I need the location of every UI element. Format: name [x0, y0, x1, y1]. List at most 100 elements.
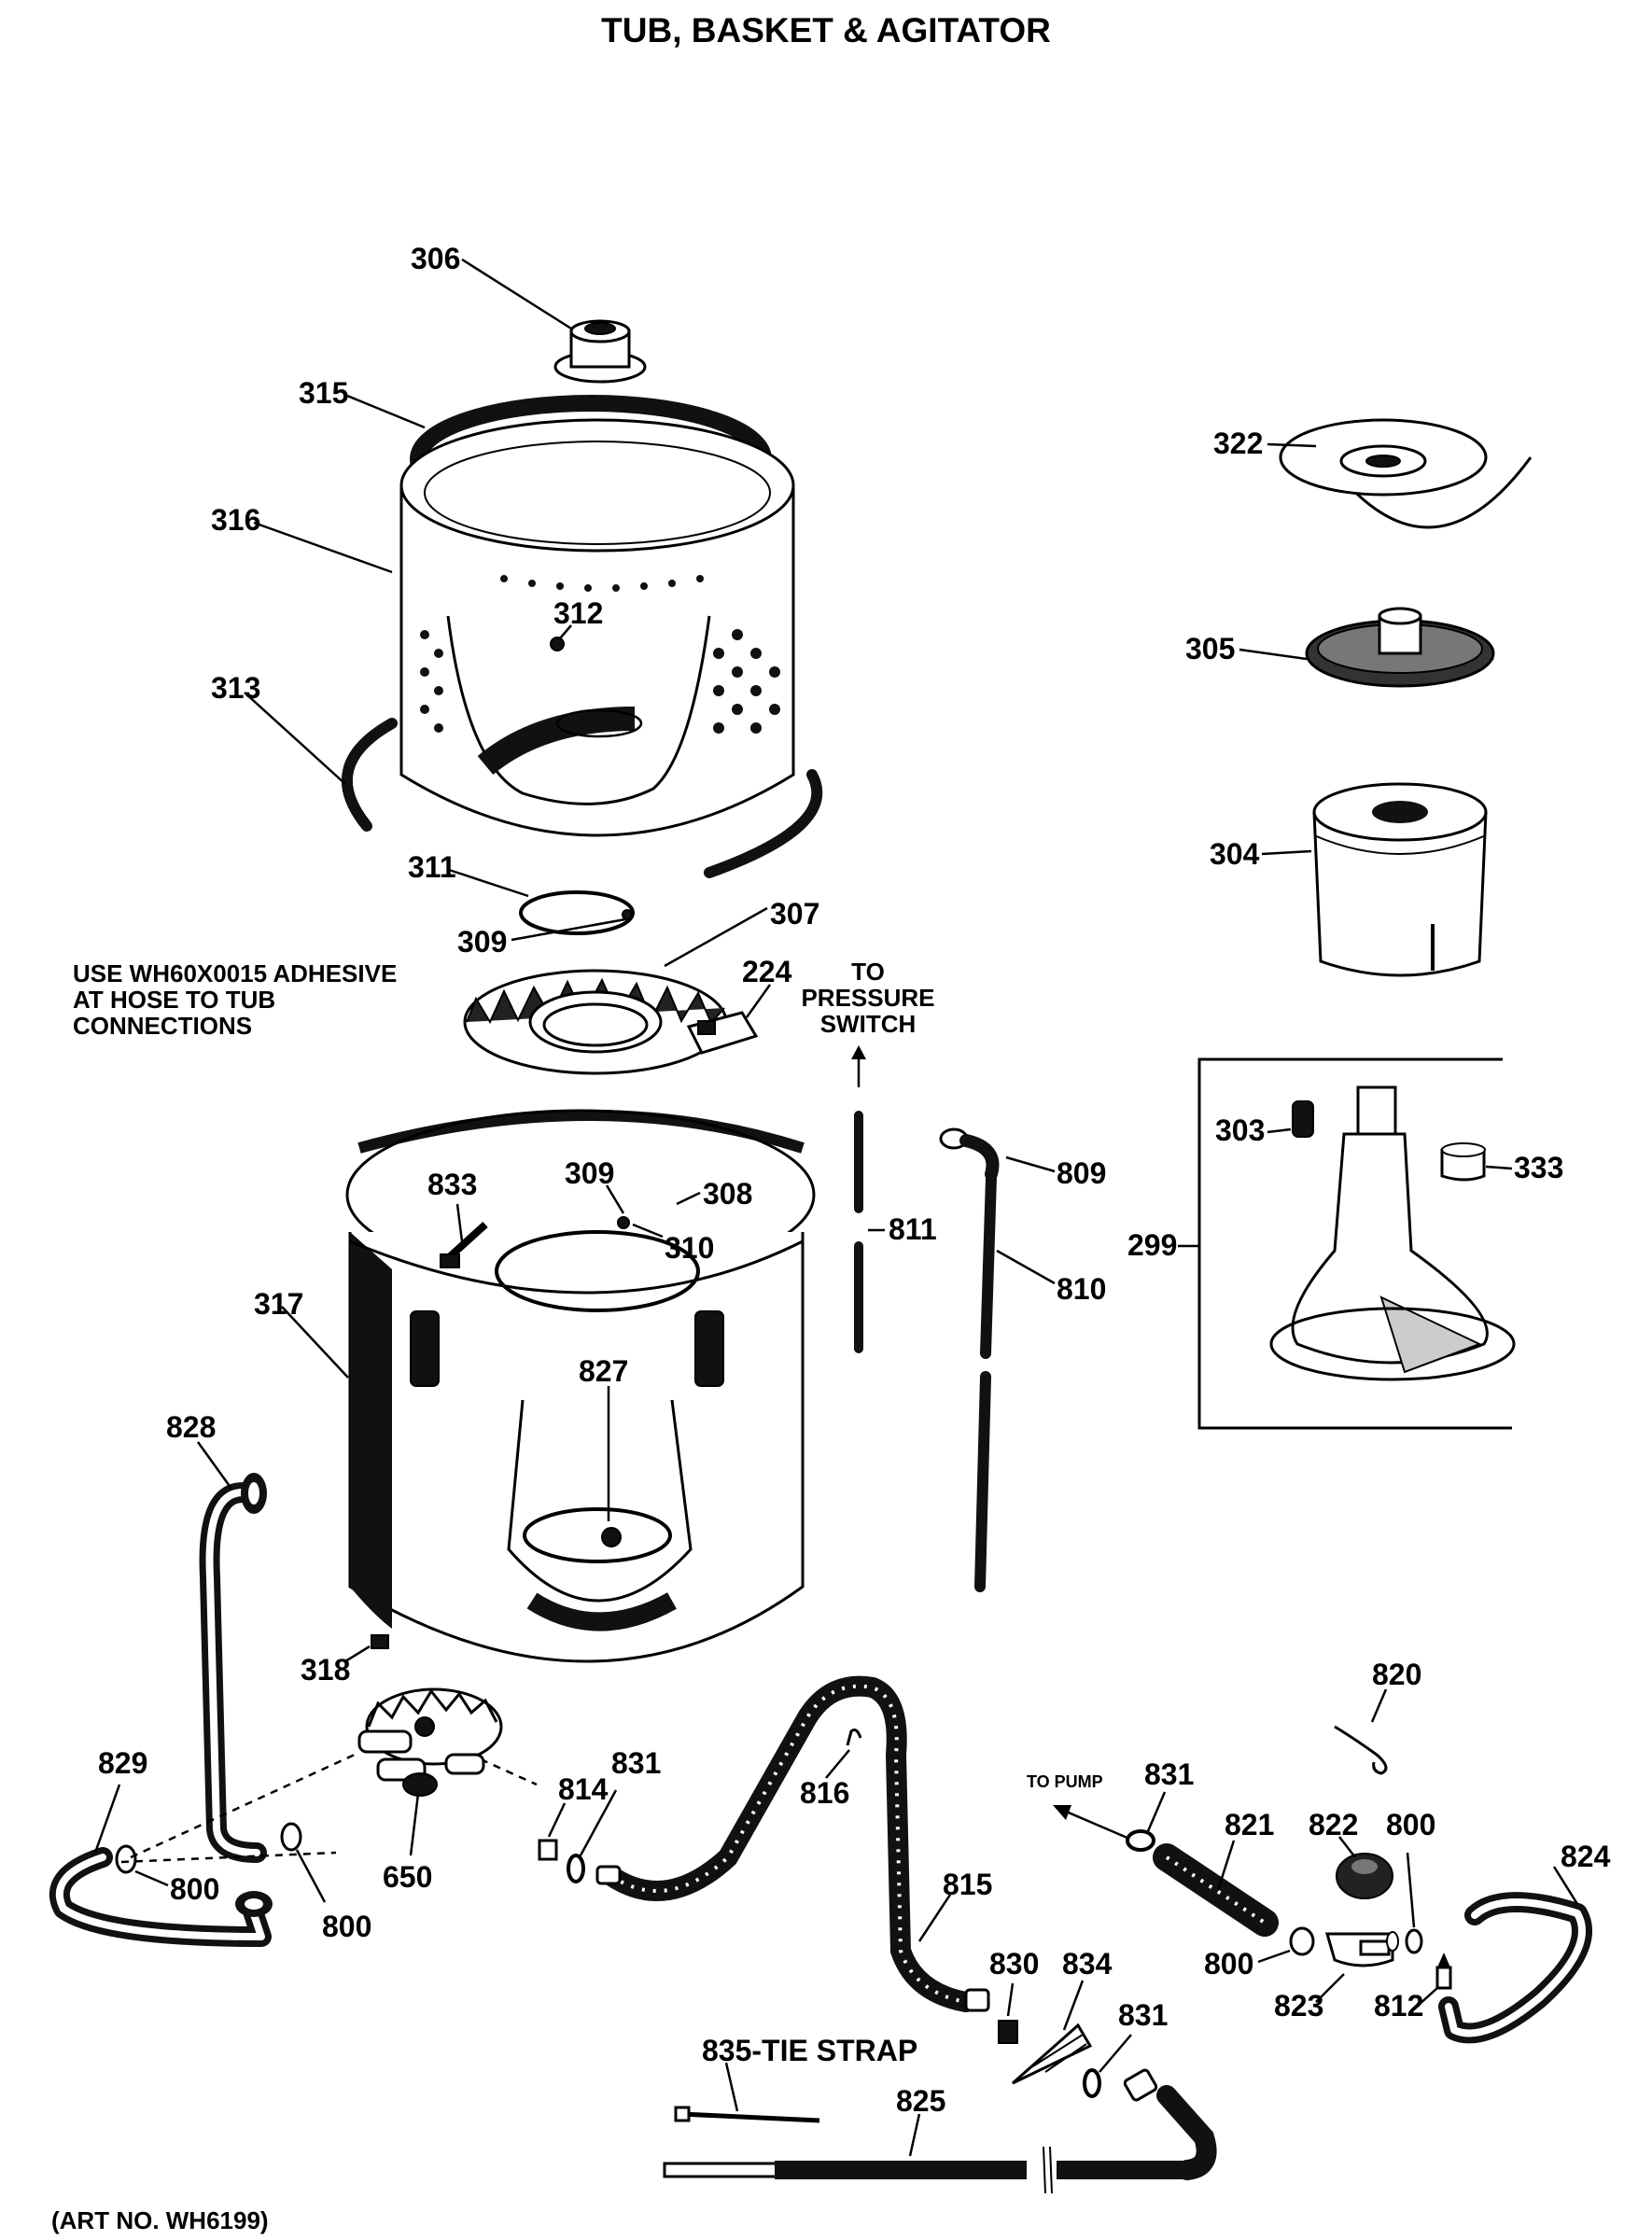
part-800-clamp-a	[115, 1844, 137, 1874]
label-312: 312	[553, 596, 603, 630]
part-316-basket	[399, 418, 795, 837]
label-822: 822	[1309, 1808, 1358, 1841]
label-310: 310	[665, 1231, 714, 1265]
label-650: 650	[383, 1860, 432, 1894]
part-823-tee	[1325, 1931, 1399, 1967]
part-224-bracket	[686, 1011, 759, 1055]
label-224: 224	[742, 955, 792, 988]
label-306: 306	[411, 242, 460, 275]
part-310-clamp	[617, 1216, 630, 1229]
svg-text:TO: TO	[851, 958, 885, 986]
part-816-clip	[846, 1729, 862, 1746]
label-816: 816	[800, 1776, 849, 1810]
label-811: 811	[889, 1212, 937, 1246]
note-to-pump: TO PUMP	[1027, 1772, 1103, 1791]
part-824-hose	[1438, 1892, 1592, 2044]
label-307: 307	[770, 897, 819, 931]
part-317-tub	[345, 1109, 816, 1663]
label-834: 834	[1062, 1947, 1113, 1981]
label-800b: 800	[322, 1910, 371, 1943]
svg-text:SWITCH: SWITCH	[820, 1010, 917, 1038]
part-299-agitator-group	[1197, 1057, 1516, 1430]
label-309b: 309	[565, 1156, 614, 1190]
label-322: 322	[1213, 427, 1263, 460]
arrow-left-icon	[1053, 1805, 1130, 1841]
part-311-ring	[519, 890, 635, 935]
label-831a: 831	[611, 1746, 661, 1780]
part-822-cap	[1336, 1853, 1393, 1899]
label-824: 824	[1561, 1840, 1611, 1873]
label-835: 835-TIE STRAP	[702, 2034, 917, 2067]
part-831-clamp-c	[1126, 1829, 1155, 1852]
label-333: 333	[1514, 1151, 1563, 1184]
svg-text:PRESSURE: PRESSURE	[801, 984, 934, 1012]
part-304-dispenser	[1312, 782, 1488, 977]
part-814-fitting	[538, 1839, 558, 1861]
part-800-clamp-d	[1289, 1926, 1315, 1956]
note-pressure-switch: TO PRESSURE SWITCH	[801, 958, 934, 1038]
part-821-hose	[1153, 1843, 1279, 1937]
label-315: 315	[299, 376, 348, 410]
part-306-cap	[553, 319, 647, 384]
label-809: 809	[1057, 1156, 1106, 1190]
label-304: 304	[1210, 837, 1260, 871]
part-305-filter	[1305, 607, 1495, 688]
svg-text:CONNECTIONS: CONNECTIONS	[73, 1012, 252, 1040]
art-number: (ART NO. WH6199)	[51, 2206, 269, 2234]
part-313-gasket	[341, 718, 823, 878]
label-309a: 309	[457, 925, 507, 959]
part-800-clamp-c	[1405, 1928, 1423, 1954]
part-318-clip	[371, 1634, 389, 1649]
label-821: 821	[1225, 1808, 1274, 1841]
label-825: 825	[896, 2084, 945, 2118]
part-800-clamp-b	[280, 1822, 302, 1852]
part-307-seal	[463, 969, 728, 1075]
note-adhesive: USE WH60X0015 ADHESIVE AT HOSE TO TUB CO…	[73, 959, 397, 1040]
label-800c: 800	[1386, 1808, 1435, 1841]
part-835-tie-strap	[674, 2106, 820, 2123]
arrow-up-icon	[851, 1045, 866, 1087]
label-833: 833	[427, 1168, 477, 1201]
label-313: 313	[211, 671, 260, 705]
label-800a: 800	[170, 1872, 219, 1906]
label-311: 311	[408, 850, 456, 884]
label-827: 827	[579, 1354, 628, 1388]
part-809-fitting	[939, 1127, 1000, 1181]
svg-text:USE WH60X0015 ADHESIVE: USE WH60X0015 ADHESIVE	[73, 959, 397, 987]
part-834-funnel	[1012, 2023, 1093, 2085]
label-305: 305	[1185, 632, 1235, 665]
svg-text:AT HOSE TO TUB: AT HOSE TO TUB	[73, 986, 275, 1014]
part-820-clip	[1334, 1725, 1388, 1775]
label-812: 812	[1374, 1989, 1423, 2023]
part-831-clamp-b	[1083, 2068, 1101, 2098]
label-814: 814	[558, 1772, 609, 1806]
label-317: 317	[254, 1287, 303, 1321]
part-650-pump	[357, 1687, 503, 1797]
diagram-title: TUB, BASKET & AGITATOR	[601, 11, 1051, 49]
label-823: 823	[1274, 1989, 1323, 2023]
part-825-drain-hose	[663, 2068, 1217, 2194]
label-800d: 800	[1204, 1947, 1253, 1981]
label-820: 820	[1372, 1658, 1421, 1691]
label-829: 829	[98, 1746, 147, 1780]
part-833-bracket	[440, 1222, 488, 1268]
label-830: 830	[989, 1947, 1039, 1981]
part-829-hose	[49, 1847, 273, 1947]
part-322-cap	[1279, 418, 1533, 529]
label-299: 299	[1127, 1228, 1177, 1262]
part-312-screw	[550, 637, 565, 651]
connection-line	[480, 1757, 538, 1786]
label-831b: 831	[1118, 1998, 1168, 2032]
label-810: 810	[1057, 1272, 1106, 1306]
label-828: 828	[166, 1410, 216, 1444]
part-828-hose	[199, 1473, 267, 1863]
label-318: 318	[301, 1653, 350, 1687]
part-815-hose	[595, 1675, 990, 2012]
part-812-fitting	[1435, 1953, 1452, 1990]
label-316: 316	[211, 503, 260, 537]
label-815: 815	[943, 1868, 992, 1901]
label-831c: 831	[1144, 1757, 1194, 1791]
label-308: 308	[703, 1177, 752, 1211]
part-831-clamp-a	[567, 1854, 585, 1883]
